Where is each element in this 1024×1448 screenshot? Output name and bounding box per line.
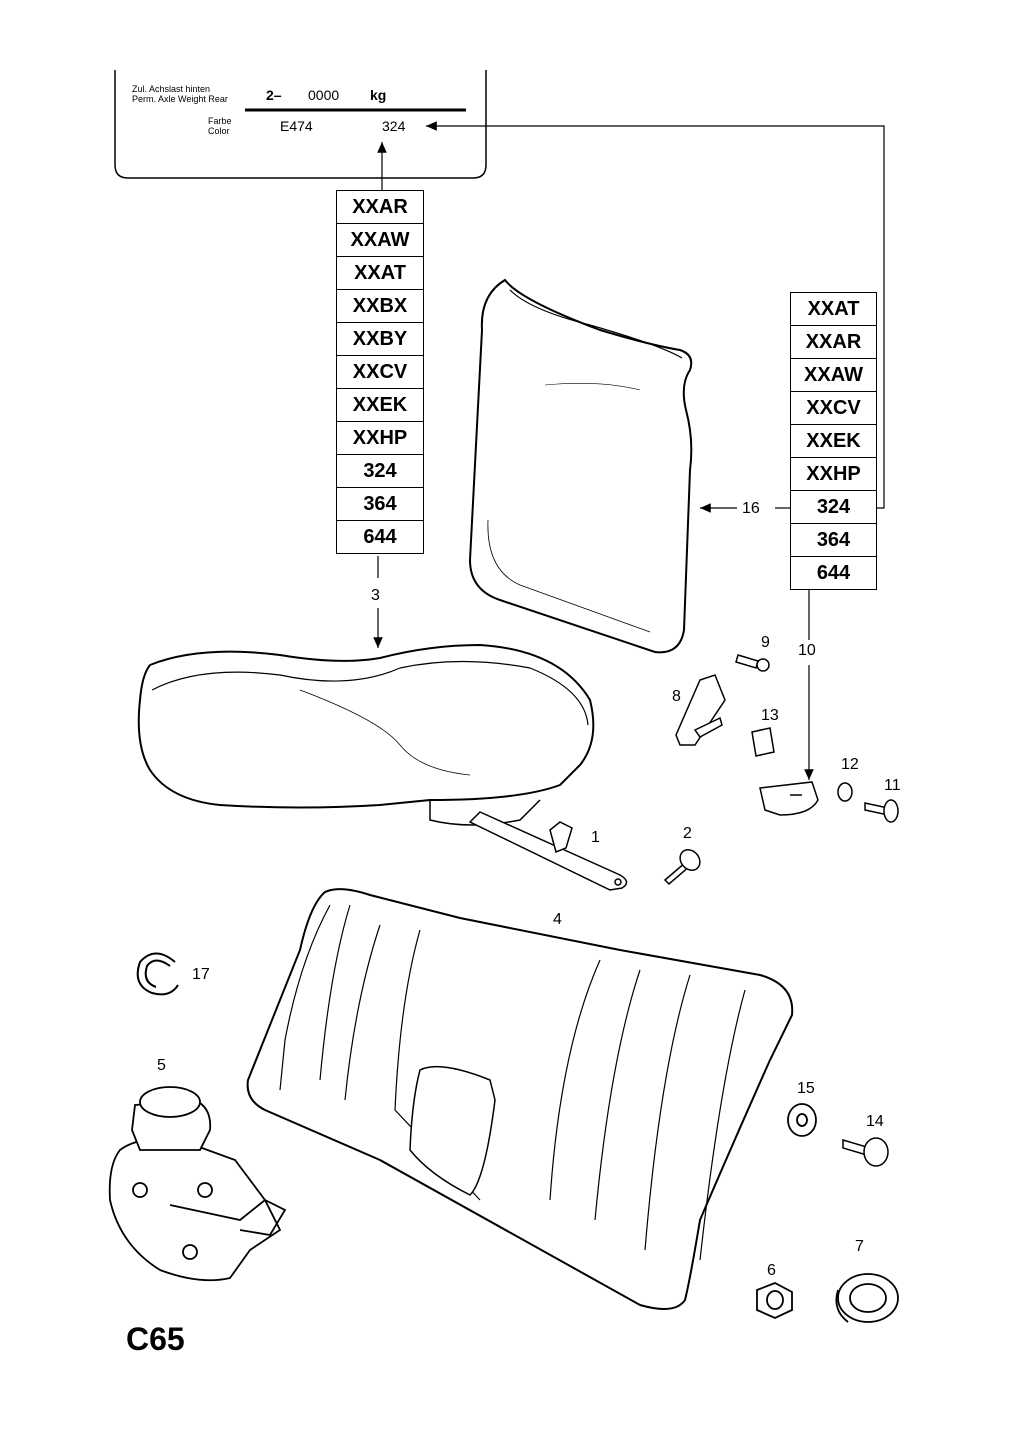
washer-part-12 [837, 782, 853, 802]
bolt-part-2 [663, 849, 701, 886]
code-list-left-item: XXBY [337, 323, 423, 356]
callout-11: 11 [884, 777, 901, 794]
callout-12: 12 [841, 756, 859, 773]
callout-1: 1 [591, 829, 600, 846]
color-label-english: Color [208, 126, 230, 136]
color-label-german: Farbe [208, 116, 232, 126]
axle-value: 0000 [308, 87, 340, 103]
callout-4: 4 [553, 911, 562, 928]
callout-16: 16 [742, 500, 760, 517]
code-list-right-item: 324 [791, 491, 876, 524]
code-list-left-item: 644 [363, 526, 397, 548]
code-list-right-item: XXAT [791, 293, 876, 326]
color-value: 324 [382, 118, 406, 134]
code-list-left-item: XXHP [337, 422, 423, 455]
code-list-left-item: XXAR [337, 191, 423, 224]
callout-9: 9 [761, 634, 770, 651]
code-list-right: XXAT XXAR XXAW XXCV XXEK XXHP 324 364 64… [790, 292, 877, 590]
seat-cushion-part-3 [137, 643, 595, 826]
nut-part-15 [787, 1103, 817, 1137]
callout-6: 6 [767, 1262, 776, 1279]
axle-label-german: Zul. Achslast hinten [132, 84, 211, 94]
code-list-left: XXAR XXAW XXAT XXBX XXBY XXCV XXEK XXHP … [336, 190, 424, 554]
callout-8: 8 [672, 688, 681, 705]
id-plate-outline [114, 70, 487, 179]
code-list-right-item: XXEK [791, 425, 876, 458]
code-list-left-item: XXAT [337, 257, 423, 290]
callout-14: 14 [866, 1113, 884, 1130]
code-list-right-item: XXAW [791, 359, 876, 392]
callout-17: 17 [192, 966, 210, 983]
callout-7: 7 [855, 1238, 864, 1255]
page-code: C65 [126, 1321, 185, 1357]
color-code: E474 [280, 118, 313, 134]
callout-3: 3 [371, 587, 380, 604]
clip-ring-part-17 [136, 952, 179, 996]
code-list-right-item: XXAR [791, 326, 876, 359]
code-list-right-item: XXHP [791, 458, 876, 491]
backrest-cushion-part-16 [468, 278, 693, 654]
code-list-right-item: 364 [791, 524, 876, 557]
callout-2: 2 [683, 825, 692, 842]
callout-13: 13 [761, 707, 779, 724]
code-list-left-item: XXEK [337, 389, 423, 422]
right-list-connector [426, 121, 885, 509]
callout-5: 5 [157, 1057, 166, 1074]
code-list-left-item: 364 [337, 488, 423, 521]
clip-part-13 [751, 727, 775, 757]
screw-part-11 [864, 799, 899, 823]
screw-part-14 [842, 1137, 889, 1167]
axle-prefix: 2– [266, 87, 282, 103]
code-list-left-item: XXBX [337, 290, 423, 323]
callout-15: 15 [797, 1080, 815, 1097]
code-list-left-item: XXAW [337, 224, 423, 257]
callout-10: 10 [798, 642, 816, 659]
hinge-part-8 [675, 674, 726, 746]
code-list-left-item: 324 [337, 455, 423, 488]
code-list-right-item: XXCV [791, 392, 876, 425]
nut-part-6 [756, 1282, 793, 1319]
recliner-mechanism-part-5 [108, 1086, 287, 1282]
code-list-left-item: XXCV [337, 356, 423, 389]
seat-back-shell-part-4 [246, 888, 794, 1310]
axle-unit: kg [370, 87, 387, 103]
guide-part-10 [759, 781, 819, 816]
axle-label-english: Perm. Axle Weight Rear [132, 94, 228, 104]
code-list-right-item: 644 [816, 562, 851, 584]
bracket-part-1 [468, 811, 628, 891]
grommet-part-7 [835, 1273, 899, 1323]
screw-part-9 [735, 654, 770, 672]
